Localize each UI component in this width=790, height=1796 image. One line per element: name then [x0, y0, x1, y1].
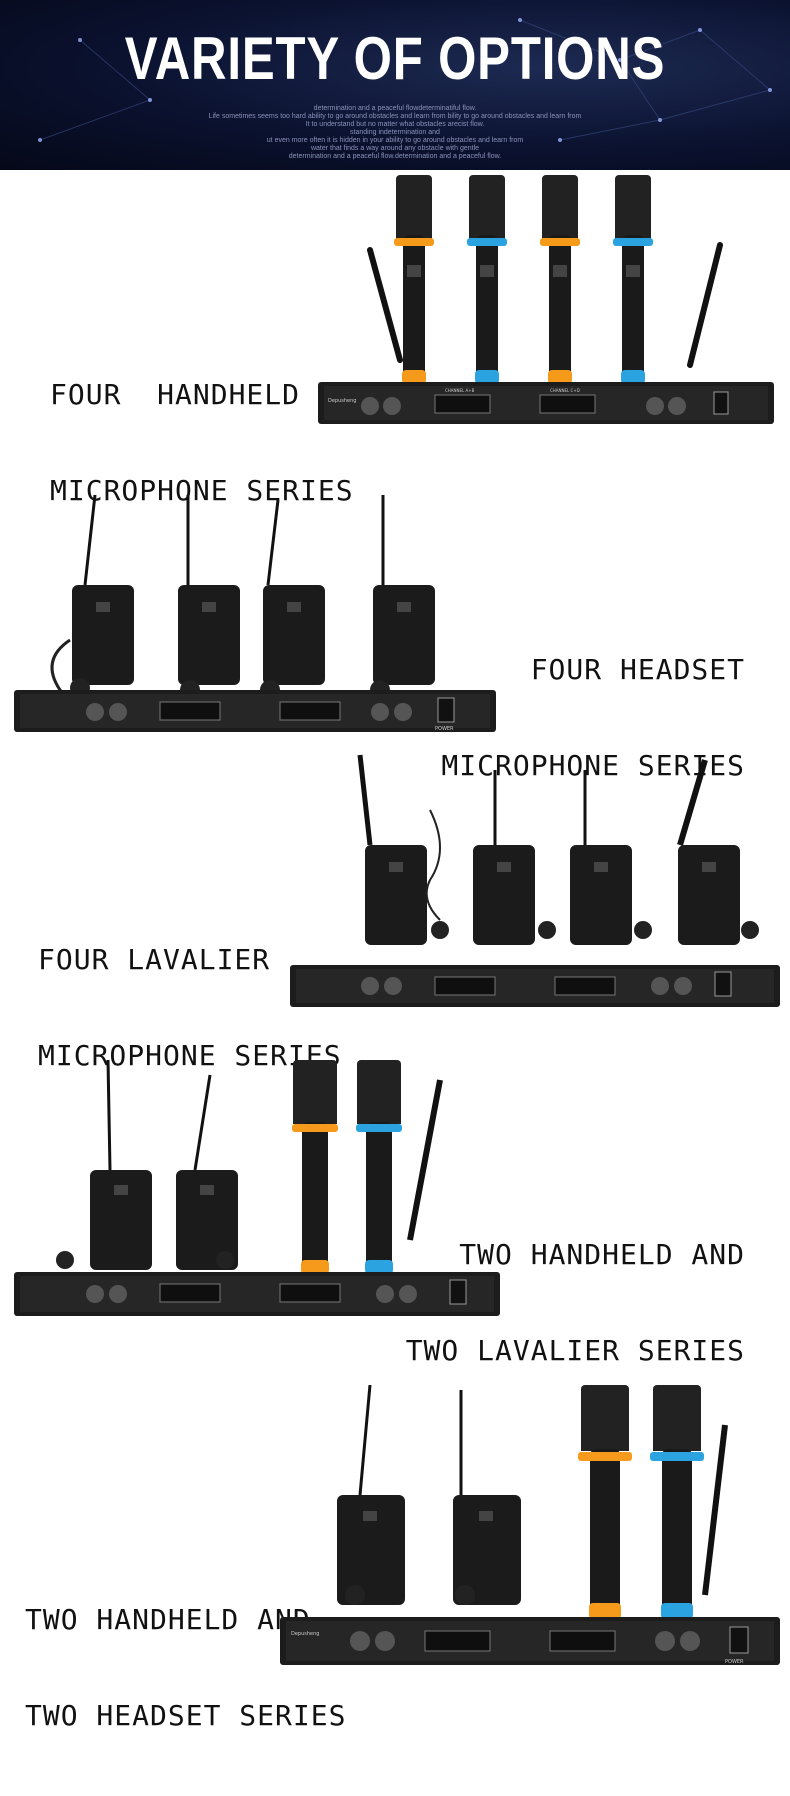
handheld-mic [540, 175, 580, 384]
section-two-handheld-two-headset: TWO HANDHELD AND TWO HEADSET SERIES [0, 1330, 790, 1732]
series-title-line2: TWO HEADSET SERIES [25, 1699, 347, 1732]
receiver-unit [14, 1272, 500, 1316]
bodypack-transmitter [178, 495, 240, 700]
tagline-text: water that finds a way around any obstac… [310, 145, 480, 152]
series-title-line1: TWO HANDHELD AND [459, 1238, 745, 1271]
series-title: FOUR HANDHELD MICROPHONE SERIES [50, 315, 354, 571]
brand-logo-text: Depusheng [328, 398, 356, 404]
tagline-text: determination and a peaceful flowdetermi… [313, 105, 477, 112]
receiver-unit: Depusheng CHANNEL A+B CHANNEL C+D [318, 382, 774, 424]
header-banner: VARIETY OF OPTIONS determination and a p… [0, 0, 790, 170]
series-title: TWO HANDHELD AND TWO LAVALIER SERIES [400, 1175, 745, 1431]
receiver-unit: POWER [14, 690, 496, 732]
two-handheld-two-headset-product-image: Depusheng POWER [280, 1385, 780, 1665]
four-headset-product-image: POWER [14, 494, 496, 732]
series-title-line2: TWO LAVALIER SERIES [405, 1334, 745, 1367]
series-title-line2: MICROPHONE SERIES [50, 474, 354, 507]
bodypack-transmitter [570, 770, 652, 945]
tagline-text: ut even more often it is hidden in your … [266, 137, 524, 144]
receiver-unit [290, 965, 780, 1007]
handheld-mic [467, 175, 507, 384]
handheld-mic [578, 1385, 632, 1619]
network-background-graphic [38, 18, 772, 142]
bodypack-transmitter [453, 1390, 521, 1605]
two-handheld-two-lavalier-product-image [14, 1060, 500, 1316]
section-four-headset: FOUR HEADSET MICROPHONE SERIES [0, 460, 790, 782]
handheld-mic [356, 1060, 402, 1274]
handheld-mic [613, 175, 653, 384]
tagline-text: standing indetermination and [350, 129, 440, 136]
bodypack-transmitter [473, 770, 556, 945]
series-title: FOUR LAVALIER MICROPHONE SERIES [38, 880, 342, 1136]
series-title: FOUR HEADSET MICROPHONE SERIES [420, 590, 745, 846]
bodypack-transmitter [176, 1074, 238, 1270]
section-two-handheld-two-lavalier: TWO HANDHELD AND TWO LAVALIER SERIES [0, 1030, 790, 1367]
tagline-text: It to understand but no matter what obst… [305, 121, 485, 128]
bodypack-transmitter [337, 1385, 405, 1605]
power-label: POWER [725, 1659, 744, 1665]
handheld-mic [394, 175, 434, 384]
bodypack-transmitter [56, 1060, 152, 1270]
channel-label: CHANNEL A+B [445, 388, 475, 393]
bodypack-transmitter [50, 494, 134, 705]
series-title-line1: FOUR HEADSET [530, 653, 745, 686]
handheld-mic [650, 1385, 704, 1619]
bodypack-transmitter [678, 845, 759, 945]
four-handheld-product-image: Depusheng CHANNEL A+B CHANNEL C+D [318, 175, 774, 424]
bodypack-transmitter [260, 499, 325, 700]
section-four-lavalier: FOUR LAVALIER MICROPHONE SERIES [0, 745, 790, 1072]
series-title-line2: MICROPHONE SERIES [441, 749, 745, 782]
series-title-line1: FOUR HANDHELD [50, 378, 301, 411]
bodypack-transmitter [365, 809, 449, 945]
series-title-line2: MICROPHONE SERIES [38, 1039, 342, 1072]
series-title-line1: FOUR LAVALIER [38, 943, 271, 976]
four-lavalier-product-image [290, 754, 780, 1007]
brand-logo-text: Depusheng [291, 1631, 319, 1637]
tagline-text: determination and a peaceful flow.determ… [288, 153, 502, 160]
channel-label: CHANNEL C+D [550, 388, 580, 393]
bodypack-transmitter [370, 495, 435, 700]
section-four-handheld: FOUR HANDHELD MICROPHONE SERIES [0, 170, 790, 507]
power-label: POWER [435, 726, 454, 732]
receiver-unit: Depusheng POWER [280, 1617, 780, 1665]
tagline-text: Life sometimes seems too hard ability to… [208, 113, 582, 120]
page-title: VARIETY OF OPTIONS [124, 25, 666, 92]
handheld-mic [292, 1060, 338, 1274]
